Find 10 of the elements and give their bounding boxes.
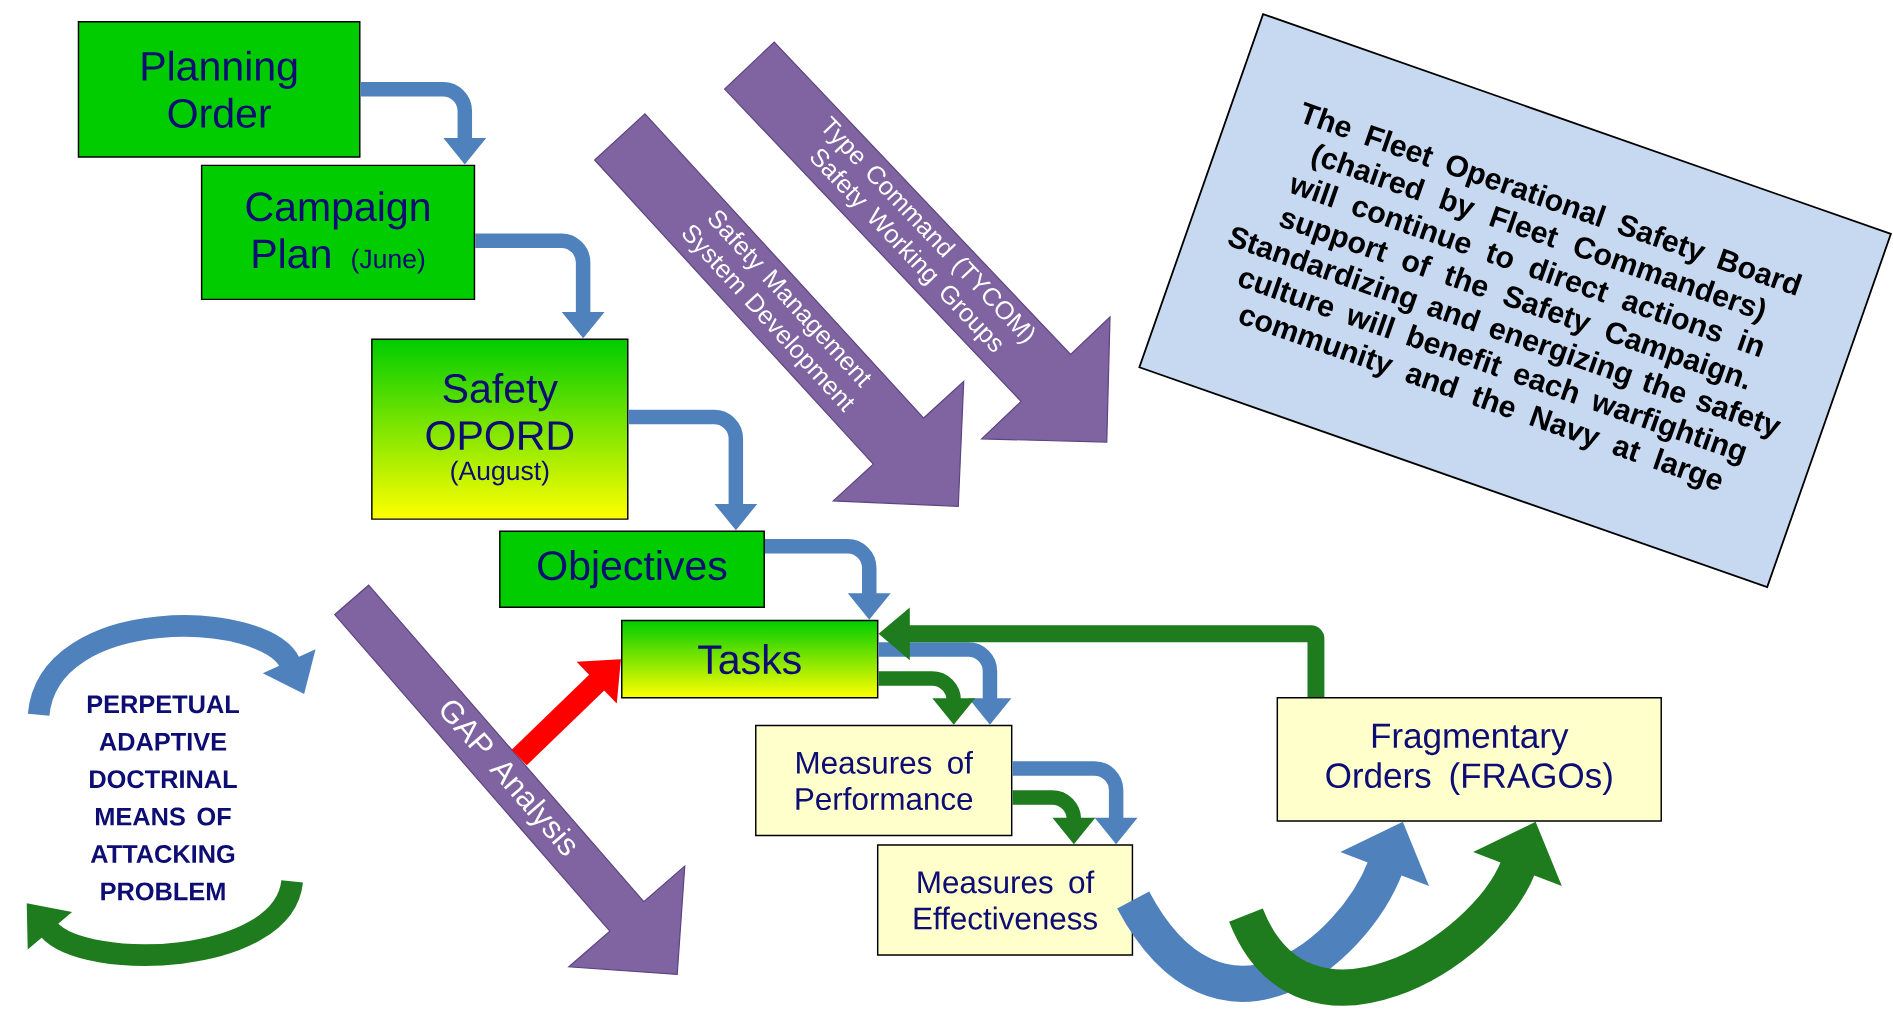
process-box: Campaign Plan (June) — [200, 164, 476, 301]
process-box: Fragmentary Orders (FRAGOs) — [1276, 697, 1662, 822]
process-box: Tasks — [621, 620, 879, 699]
process-box: Measures of Effectiveness — [876, 844, 1134, 956]
arrow — [511, 659, 621, 766]
process-box: Safety OPORD (August) — [371, 338, 629, 521]
process-box: Measures of Performance — [755, 725, 1013, 837]
label-text: PERPETUAL ADAPTIVE DOCTRINAL MEANS OF ATTACKING PROBLEM — [87, 695, 239, 901]
process-box: Objectives — [499, 530, 765, 609]
process-box: Planning Order — [77, 21, 361, 158]
